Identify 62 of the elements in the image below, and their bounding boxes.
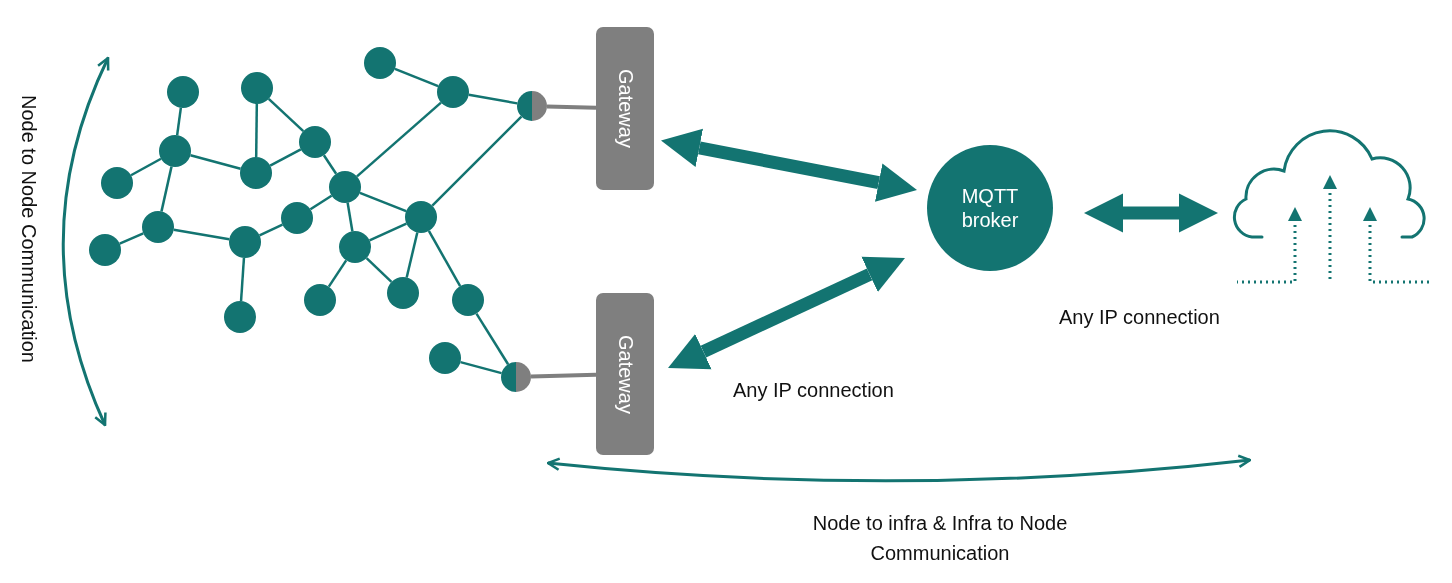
connector-line <box>173 228 230 241</box>
mesh-node-dot <box>142 211 174 243</box>
connector-line <box>119 232 144 245</box>
double-arrow <box>1084 193 1218 233</box>
connector-line <box>130 157 162 177</box>
mesh-node-dot <box>229 226 261 258</box>
connector-line <box>267 98 305 132</box>
connector-line <box>460 360 502 375</box>
connector-line <box>269 148 302 167</box>
connector-line <box>475 312 510 365</box>
gateway-label: Gateway <box>613 334 637 414</box>
gateway-link-dot <box>501 362 531 392</box>
mesh-node-dot <box>240 157 272 189</box>
connector-line <box>327 259 348 288</box>
mesh-node-dot <box>364 47 396 79</box>
connector-line <box>356 101 442 178</box>
note-label: Any IP connection <box>1059 305 1220 330</box>
mesh-node-dot <box>452 284 484 316</box>
double-arrow <box>661 128 917 202</box>
mesh-node-dot <box>89 234 121 266</box>
mesh-node-dot <box>241 72 273 104</box>
mesh-node-dot <box>304 284 336 316</box>
gateway-link-dot <box>517 91 547 121</box>
connector-line <box>239 257 246 302</box>
mesh-node-dot <box>167 76 199 108</box>
vertical-label: Node to Node Communication <box>17 95 41 363</box>
mesh-node-dot <box>329 171 361 203</box>
connector-line <box>254 104 259 157</box>
mesh-node-dot <box>159 135 191 167</box>
connector-line <box>190 154 241 170</box>
connector-line <box>369 222 407 242</box>
connector-line <box>431 115 523 207</box>
mesh-node-dot <box>339 231 371 263</box>
mesh-node-dot <box>299 126 331 158</box>
connector-line <box>160 166 173 212</box>
broker-label: MQTT broker <box>960 184 1020 232</box>
connector-line <box>365 257 393 283</box>
gateway-box <box>596 293 654 455</box>
mesh-node-dot <box>405 201 437 233</box>
note-label: Any IP connection <box>733 378 894 403</box>
connector-line <box>175 107 183 136</box>
connector-line <box>322 154 338 175</box>
connector-line <box>530 372 597 379</box>
gateway-label: Gateway <box>613 69 637 148</box>
gateway-box <box>596 27 654 190</box>
mesh-node-dot <box>101 167 133 199</box>
connector-line <box>394 67 439 88</box>
connector-line <box>346 202 354 232</box>
connector-line <box>468 93 518 105</box>
connector-line <box>259 223 283 237</box>
connector-line <box>309 194 333 211</box>
connector-line <box>546 104 597 110</box>
connector-line <box>359 191 407 213</box>
connector-line <box>427 230 462 287</box>
mesh-node-dot <box>224 301 256 333</box>
mesh-node-dot <box>437 76 469 108</box>
mesh-node-dot <box>387 277 419 309</box>
mesh-node-dot <box>281 202 313 234</box>
double-arrow <box>668 256 905 370</box>
connector-line <box>405 232 419 278</box>
note-label: Node to infra & Infra to Node Communication <box>811 511 1069 566</box>
mesh-node-dot <box>429 342 461 374</box>
